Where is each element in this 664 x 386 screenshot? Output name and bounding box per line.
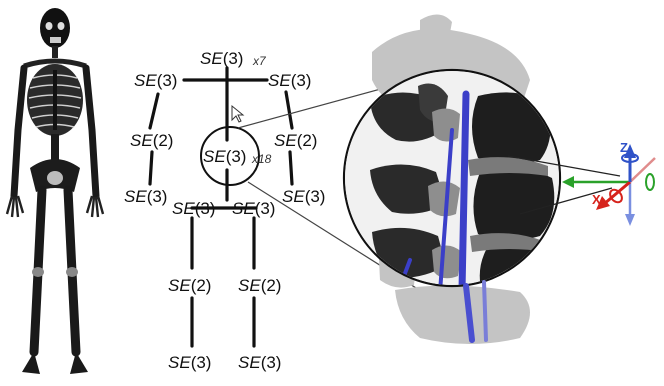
axis-z-label: Z [620,140,628,155]
node-right-knee: SE(2) [238,276,281,295]
node-right-elbow: SE(2) [274,131,317,150]
node-right-ankle: SE(3) [238,353,281,372]
node-left-elbow: SE(2) [130,131,173,150]
kinematic-tree: SE(3) x7 SE(3) SE(3) SE(2) SE(2) SE(3) x… [124,49,325,372]
node-right-hip: SE(3) [232,199,275,218]
node-top-multiplier: x7 [252,54,267,68]
node-spine-multiplier: x18 [251,152,272,166]
node-left-knee: SE(2) [168,276,211,295]
spine-render [342,14,621,344]
node-right-wrist: SE(3) [282,187,325,206]
node-left-shoulder: SE(3) [134,71,177,90]
node-left-ankle: SE(3) [168,353,211,372]
spine-highlight-circle [200,126,260,186]
node-spine: SE(3) [203,147,246,166]
node-top: SE(3) [200,49,243,68]
node-right-shoulder: SE(3) [268,71,311,90]
node-left-wrist: SE(3) [124,187,167,206]
coordinate-axes-gizmo: Z X [562,140,656,226]
node-left-hip: SE(3) [172,199,215,218]
axis-x-label: X [592,192,601,207]
skeleton-illustration [5,8,105,374]
mouse-cursor-icon [231,104,245,123]
